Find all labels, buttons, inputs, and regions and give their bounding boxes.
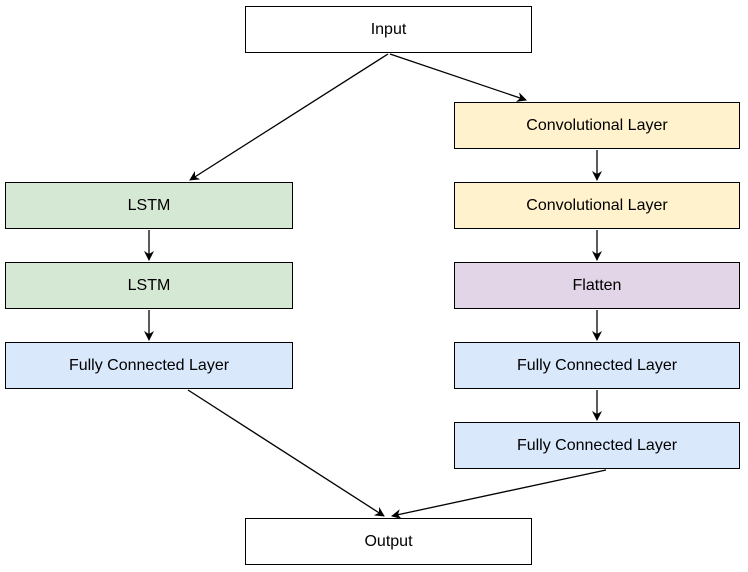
fully-connected-left-label: Fully Connected Layer (68, 356, 230, 374)
edge-fc-left-to-output (187, 389, 385, 517)
edge-fc-right-2-to-output (391, 469, 607, 519)
fully-connected-right-1-label: Fully Connected Layer (516, 356, 678, 374)
fully-connected-right-2-label: Fully Connected Layer (516, 436, 678, 454)
output-label: Output (364, 532, 413, 550)
lstm-2-label: LSTM (127, 276, 171, 294)
convolutional-2-label: Convolutional Layer (526, 196, 668, 214)
edge-input-to-conv-1 (389, 53, 527, 102)
convolutional-node-2: Convolutional Layer (454, 182, 740, 229)
flatten-label: Flatten (572, 276, 622, 294)
fully-connected-node-right-2: Fully Connected Layer (454, 422, 740, 469)
fully-connected-node-left: Fully Connected Layer (5, 342, 293, 389)
lstm-node-2: LSTM (5, 262, 293, 309)
convolutional-node-1: Convolutional Layer (454, 102, 740, 149)
input-label: Input (370, 20, 407, 38)
lstm-node-1: LSTM (5, 182, 293, 229)
edge-input-to-lstm-1 (189, 53, 389, 181)
fully-connected-node-right-1: Fully Connected Layer (454, 342, 740, 389)
lstm-1-label: LSTM (127, 196, 171, 214)
convolutional-1-label: Convolutional Layer (526, 116, 668, 134)
flatten-node: Flatten (454, 262, 740, 309)
input-node: Input (245, 6, 532, 53)
output-node: Output (245, 518, 532, 565)
